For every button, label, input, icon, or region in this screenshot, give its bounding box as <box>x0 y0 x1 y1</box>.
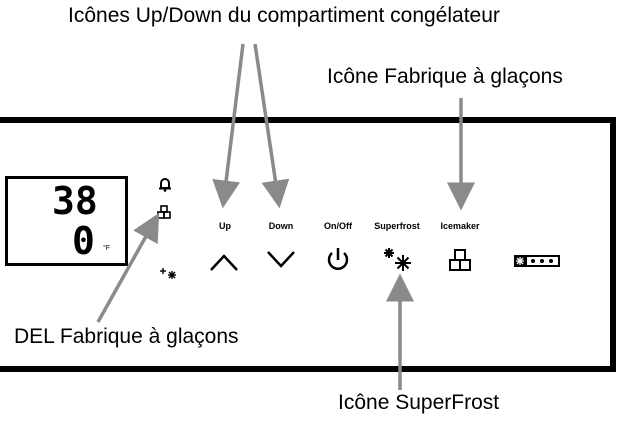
superfrost-button[interactable] <box>381 245 413 273</box>
chevron-down-icon <box>267 251 295 268</box>
up-button[interactable] <box>209 250 239 274</box>
down-button[interactable] <box>266 248 296 272</box>
superfrost-label: Superfrost <box>374 221 420 231</box>
icemaker-button[interactable] <box>448 248 472 272</box>
up-label: Up <box>219 221 231 231</box>
callout-freezer-up-down: Icônes Up/Down du compartiment congélate… <box>68 4 500 27</box>
temperature-display: 38 0 °F <box>5 176 128 266</box>
snowflake-icon <box>160 268 176 279</box>
arrow-to-icemaker-led <box>96 212 160 323</box>
callout-superfrost-icon: Icône SuperFrost <box>338 391 500 414</box>
callout-icemaker-icon: Icône Fabrique à glaçons <box>327 65 563 88</box>
ice-cubes-icon <box>449 249 471 271</box>
ice-cubes-icon <box>157 205 171 219</box>
bell-icon <box>159 178 171 192</box>
chevron-up-icon <box>210 254 238 271</box>
icemaker-label: Icemaker <box>440 221 480 231</box>
freezer-star-badge-icon <box>514 255 560 267</box>
down-label: Down <box>268 221 294 231</box>
callout-icemaker-led: DEL Fabrique à glaçons <box>14 325 239 348</box>
power-icon <box>327 248 349 270</box>
power-button[interactable] <box>324 246 352 274</box>
control-panel <box>0 117 616 372</box>
display-temp-bottom: 0 <box>72 219 95 263</box>
display-unit: °F <box>103 245 111 252</box>
arrow-to-up <box>212 43 245 209</box>
arrow-to-down <box>253 43 290 209</box>
onoff-label: On/Off <box>324 221 352 231</box>
display-temp-top: 38 <box>52 179 98 223</box>
snowflake-icon <box>384 248 411 271</box>
